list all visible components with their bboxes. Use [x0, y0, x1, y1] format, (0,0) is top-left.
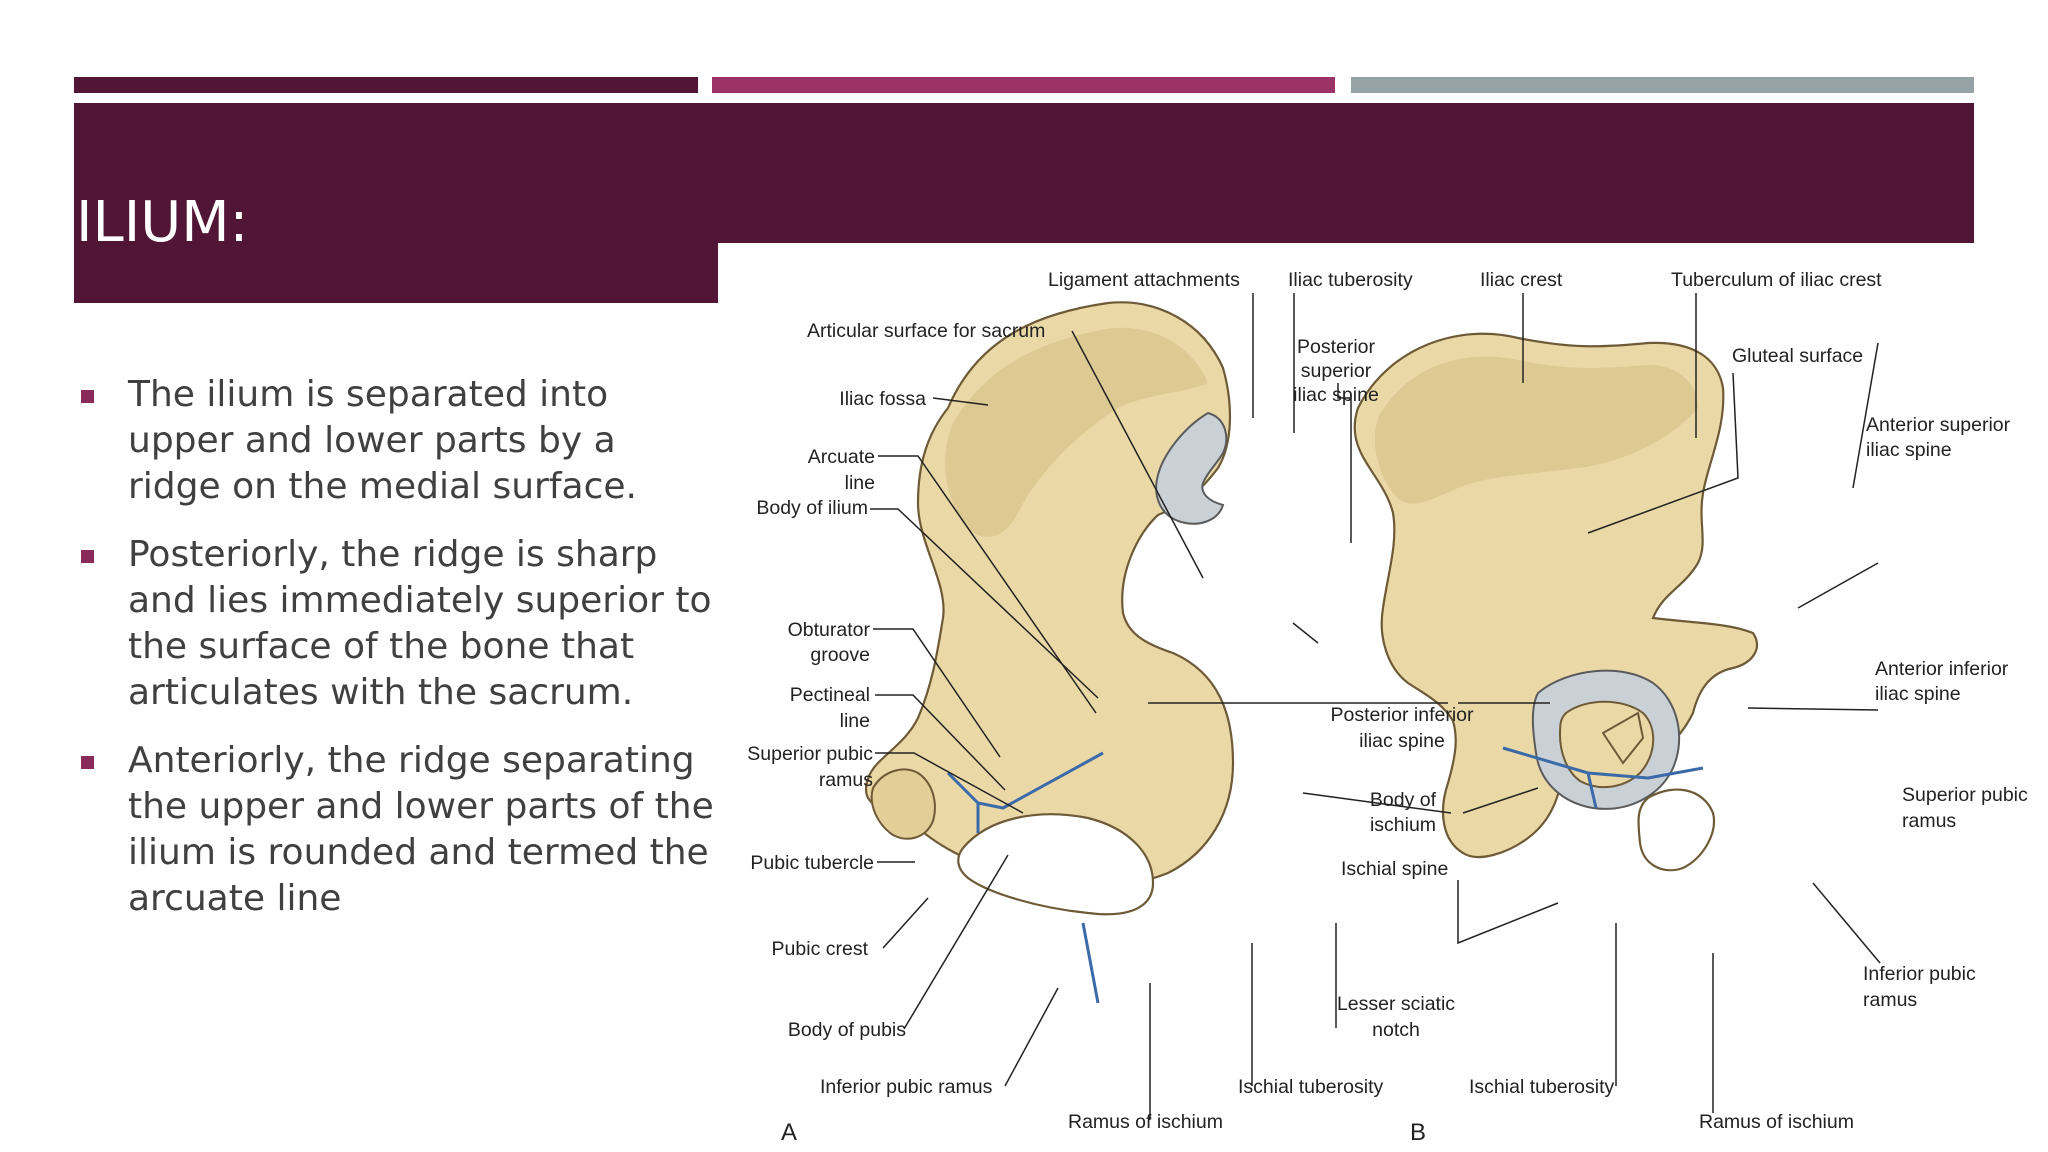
- label-articular-surface-sacrum: Articular surface for sacrum: [807, 320, 1045, 342]
- label-sup-pubic-b-line2: ramus: [1902, 810, 1956, 832]
- label-psis-line1: Posterior: [1297, 336, 1376, 358]
- bullet-text: Posteriorly, the ridge is sharp and lies…: [128, 534, 712, 713]
- label-inf-pubic-b-line2: ramus: [1863, 989, 1917, 1011]
- title-band: [74, 103, 1974, 243]
- label-inf-pubic-ramus-a: Inferior pubic ramus: [820, 1076, 993, 1098]
- label-psis-line2: superior: [1301, 360, 1372, 382]
- leader-lines: [870, 293, 1452, 1120]
- label-arcuate-line1: Arcuate: [808, 446, 875, 468]
- figure-labels: Ligament attachments Iliac tuberosity Il…: [747, 269, 2028, 1146]
- leader-lines-b: [1457, 293, 1881, 1113]
- label-ligament-attachments: Ligament attachments: [1048, 269, 1240, 291]
- label-panel-b: B: [1410, 1119, 1426, 1146]
- label-piis-line2: iliac spine: [1359, 730, 1445, 752]
- label-ischial-spine: Ischial spine: [1341, 858, 1448, 880]
- bullet-item: Posteriorly, the ridge is sharp and lies…: [78, 532, 718, 716]
- label-aiis-line1: Anterior inferior: [1875, 658, 2009, 680]
- label-pubic-crest: Pubic crest: [772, 938, 869, 960]
- bullet-square-icon: [81, 390, 94, 403]
- bullet-list: The ilium is separated into upper and lo…: [78, 372, 718, 944]
- label-lesser-sciatic-line2: notch: [1372, 1019, 1420, 1041]
- label-piis-line1: Posterior inferior: [1330, 704, 1474, 726]
- label-panel-a: A: [781, 1119, 797, 1146]
- label-asis-line2: iliac spine: [1866, 439, 1952, 461]
- label-arcuate-line2: line: [845, 472, 875, 494]
- label-ramus-ischium-b: Ramus of ischium: [1699, 1111, 1854, 1133]
- label-asis-line1: Anterior superior: [1866, 414, 2011, 436]
- label-tuberculum-iliac-crest: Tuberculum of iliac crest: [1671, 269, 1882, 291]
- accent-bar-3: [1351, 77, 1974, 93]
- label-psis-line3: iliac spine: [1293, 384, 1379, 406]
- label-iliac-crest: Iliac crest: [1480, 269, 1563, 291]
- label-pectineal-line2: line: [840, 710, 870, 732]
- title-tab: [74, 243, 718, 303]
- label-iliac-fossa: Iliac fossa: [839, 388, 926, 410]
- label-body-of-ilium: Body of ilium: [756, 497, 868, 519]
- slide-title: ILIUM:: [76, 190, 249, 255]
- label-body-of-pubis: Body of pubis: [788, 1019, 906, 1041]
- label-body-ischium-line2: ischium: [1370, 814, 1436, 836]
- label-inf-pubic-b-line1: Inferior pubic: [1863, 963, 1976, 985]
- accent-bar-2: [712, 77, 1335, 93]
- label-pubic-tubercle: Pubic tubercle: [750, 852, 874, 874]
- hip-bone-lateral-view: [1353, 332, 1758, 872]
- bullet-text: The ilium is separated into upper and lo…: [128, 374, 637, 507]
- accent-bar-1: [74, 77, 698, 93]
- label-sup-pubic-a-line2: ramus: [819, 769, 873, 791]
- label-sup-pubic-b-line1: Superior pubic: [1902, 784, 2028, 806]
- hip-bone-illustration: Ligament attachments Iliac tuberosity Il…: [747, 269, 2028, 1146]
- bullet-square-icon: [81, 756, 94, 769]
- label-ischial-tuberosity-b: Ischial tuberosity: [1469, 1076, 1614, 1098]
- label-lesser-sciatic-line1: Lesser sciatic: [1337, 993, 1455, 1015]
- bullet-square-icon: [81, 550, 94, 563]
- label-obturator-line2: groove: [810, 644, 870, 666]
- label-pectineal-line1: Pectineal: [790, 684, 870, 706]
- label-ischial-tuberosity-a: Ischial tuberosity: [1238, 1076, 1383, 1098]
- label-ramus-ischium-a: Ramus of ischium: [1068, 1111, 1223, 1133]
- bullet-text: Anteriorly, the ridge separating the upp…: [128, 740, 714, 919]
- label-aiis-line2: iliac spine: [1875, 683, 1961, 705]
- bullet-item: Anteriorly, the ridge separating the upp…: [78, 738, 718, 922]
- hip-bone-figure: Ligament attachments Iliac tuberosity Il…: [718, 243, 2048, 1152]
- bullet-item: The ilium is separated into upper and lo…: [78, 372, 718, 510]
- label-gluteal-surface: Gluteal surface: [1732, 345, 1863, 367]
- label-sup-pubic-a-line1: Superior pubic: [747, 743, 873, 765]
- label-body-ischium-line1: Body of: [1370, 789, 1437, 811]
- label-iliac-tuberosity: Iliac tuberosity: [1288, 269, 1413, 291]
- label-obturator-line1: Obturator: [788, 619, 871, 641]
